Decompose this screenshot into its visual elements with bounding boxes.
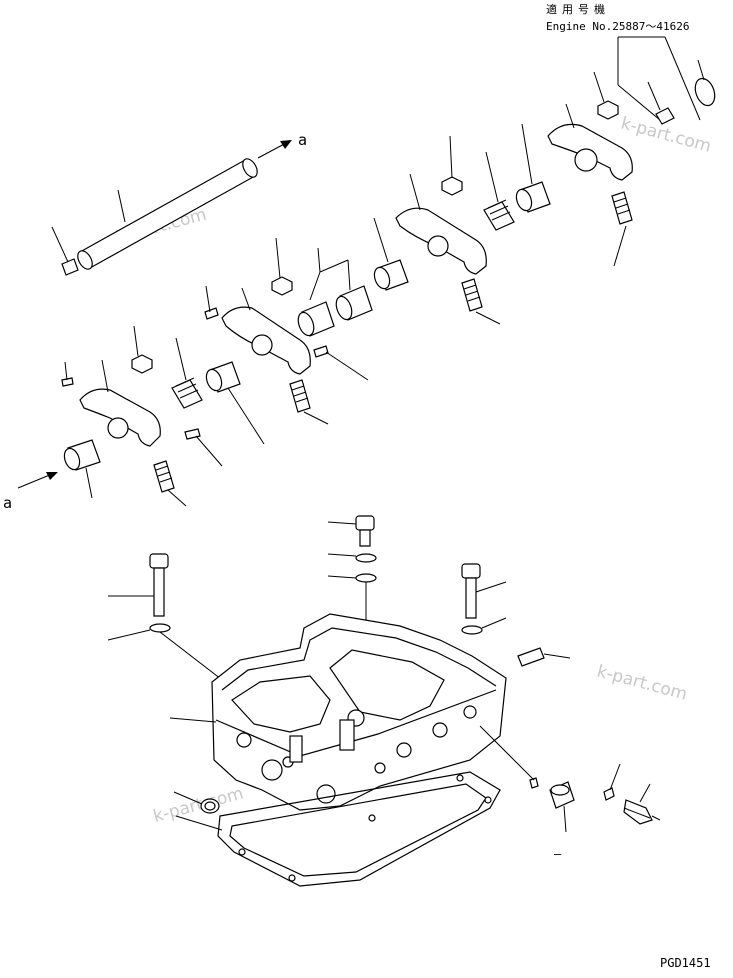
screw-small [647, 81, 675, 125]
right-bolt [461, 563, 507, 619]
dowel-pin [517, 647, 571, 667]
arrow-label-left: a [3, 494, 12, 512]
left-bolt [108, 553, 169, 617]
rocker-arm-3 [395, 173, 487, 275]
cap [694, 59, 716, 107]
bushing-1 [63, 439, 101, 499]
spring-2 [483, 151, 515, 231]
drawing-code: PGD1451 [660, 956, 711, 970]
nut-4 [593, 71, 619, 120]
arrow-a-left [17, 472, 58, 489]
arrow-a-top [257, 140, 292, 159]
arrow-label-top: a [298, 131, 307, 149]
adjust-screw-4 [611, 191, 633, 267]
right-washer [461, 617, 507, 635]
rocker-arm-4 [547, 103, 633, 181]
small-cap [603, 763, 621, 801]
spring-1 [171, 337, 203, 409]
shaft-plug [51, 226, 79, 276]
pin-3 [204, 285, 219, 320]
adjust-screw-1 [153, 460, 187, 507]
sensor-fitting [623, 783, 661, 825]
pin-4 [313, 345, 369, 381]
pin-1 [61, 361, 74, 387]
nut-1 [131, 325, 153, 374]
center-washer-1 [327, 553, 377, 563]
header-engine-range: Engine No.25887～41626 [546, 20, 689, 33]
center-bolt [327, 515, 375, 547]
bushing-4 [515, 123, 551, 213]
header-jp-label: 適用号機 [546, 2, 610, 16]
sleeve [549, 781, 575, 833]
rocker-arm-1 [79, 359, 161, 447]
engine-range-bracket [617, 36, 701, 121]
watermark-4: k-part.com [151, 784, 246, 827]
watermark-3: k-part.com [595, 662, 690, 705]
rocker-housing [169, 613, 507, 811]
bushing-3 [373, 217, 409, 291]
rocker-arm-2 [221, 287, 311, 375]
pin-2 [184, 428, 223, 467]
dash-label: – [554, 847, 562, 861]
nut-2 [271, 237, 293, 296]
small-pin [479, 725, 539, 789]
gasket [175, 771, 501, 887]
rocker-shaft [77, 158, 258, 270]
bushing-2 [205, 361, 265, 445]
nut-3 [441, 135, 463, 196]
adjust-screw-3 [461, 278, 501, 325]
housing-plug [173, 791, 220, 814]
adjust-screw-2 [289, 379, 329, 425]
bushing-pair [297, 247, 373, 337]
